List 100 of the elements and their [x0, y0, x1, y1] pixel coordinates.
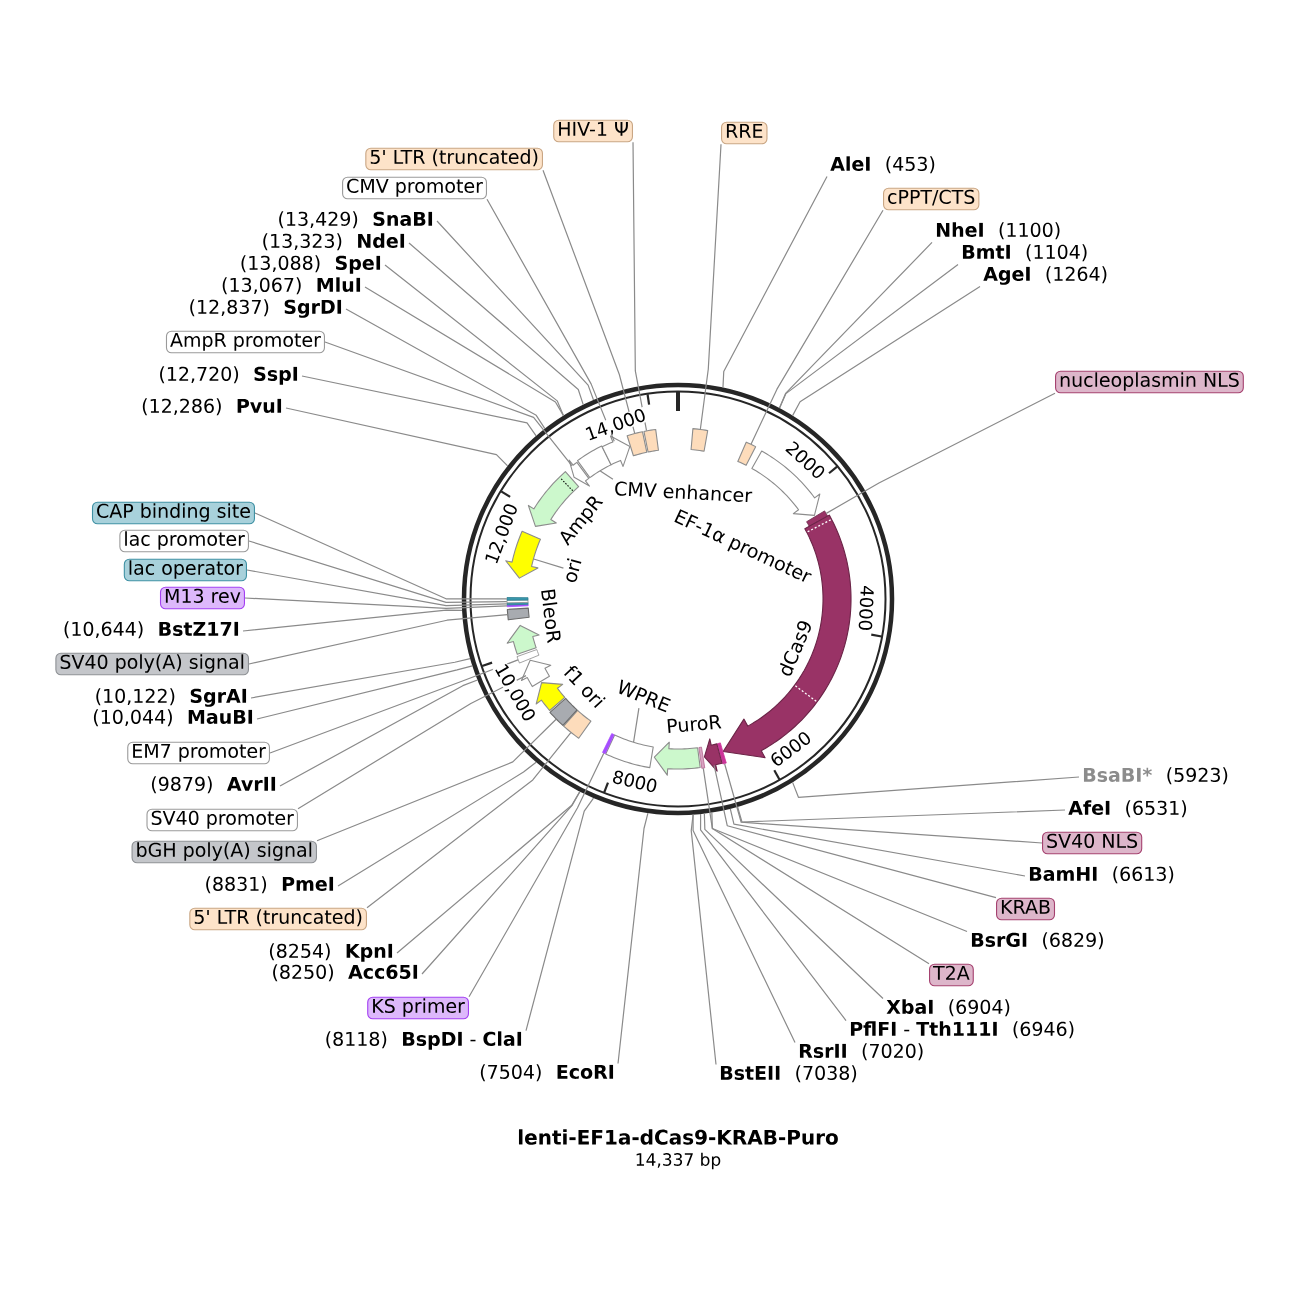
site-label: AvrII [227, 776, 276, 791]
position-label: (6613) [1113, 866, 1174, 884]
position-label: (13,323) [263, 233, 342, 251]
leader-line [632, 141, 648, 432]
leader-line [250, 658, 471, 699]
leader-line [533, 558, 565, 569]
leader-line [722, 175, 828, 389]
leader-line [248, 614, 509, 665]
feature-box [549, 697, 578, 726]
leader-line [246, 569, 508, 607]
position-label: (1264) [1046, 266, 1107, 284]
site-label: PflFI - Tth111I [850, 1021, 997, 1036]
position-label: (6531) [1126, 800, 1187, 818]
feature-box [563, 709, 592, 739]
feature-label: SV40 NLS [1042, 831, 1143, 855]
feature-label: 5' LTR (truncated) [189, 907, 367, 931]
leader-line [699, 813, 847, 1022]
leader-line [316, 718, 557, 842]
leader-line [792, 285, 981, 417]
feature-box [506, 607, 530, 621]
leader-line [599, 470, 614, 480]
leader-line [737, 806, 1066, 823]
feature-label: dCas9 [779, 621, 811, 676]
feature-label: AmpR promoter [165, 330, 325, 354]
leader-line [750, 209, 884, 445]
feature-bar [602, 733, 615, 755]
feature-label: cPPT/CTS [883, 187, 980, 211]
feature-block [568, 459, 590, 487]
leader-line [244, 597, 508, 609]
leader-line [324, 341, 573, 467]
position-label: (8118) [326, 1031, 387, 1049]
position-label: (12,286) [142, 398, 221, 416]
position-label: (453) [886, 156, 935, 174]
site-label: SgrDI [284, 299, 342, 318]
site-label: AfeI [1068, 800, 1110, 815]
leader-line [778, 263, 959, 409]
feature-label: nucleoplasmin NLS [1055, 370, 1244, 394]
leader-line [486, 198, 615, 442]
site-label: BstZ17I [159, 621, 239, 636]
site-label: BmtI [962, 244, 1010, 259]
leader-line [542, 169, 636, 434]
feature-label: T2A [929, 963, 974, 987]
site-label: MauBI [188, 709, 253, 724]
feature-label: KS primer [367, 996, 469, 1020]
feature-block [703, 738, 723, 772]
site-label: Acc65I [348, 964, 418, 979]
leader-line [699, 143, 722, 430]
leader-line [713, 764, 997, 899]
position-label: (13,088) [241, 255, 320, 273]
feature-label: CMV promoter [342, 176, 487, 200]
position-label: (6904) [949, 999, 1010, 1017]
feature-label: SV40 poly(A) signal [55, 652, 249, 676]
tick-label: 8000 [610, 769, 660, 795]
position-label: (5923) [1167, 767, 1228, 785]
feature-bar [506, 597, 529, 601]
caption: 14,337 bp [636, 1152, 721, 1170]
leader-line [729, 808, 1026, 877]
site-label: EcoRI [557, 1064, 614, 1079]
site-label: BstEII [720, 1065, 780, 1080]
leader-line [366, 731, 572, 909]
leader-line [825, 392, 1056, 514]
position-label: (13,067) [222, 277, 301, 295]
position-label: (6946) [1013, 1021, 1074, 1039]
feature-label: PuroR [667, 715, 722, 733]
feature-label: CAP binding site [91, 501, 255, 525]
site-label: MluI [317, 277, 361, 292]
site-label: AleI [830, 156, 870, 171]
feature-label: 5' LTR (truncated) [365, 147, 543, 171]
feature-label: BleoR [541, 589, 561, 644]
feature-label: KRAB [996, 897, 1056, 921]
leader-line [436, 220, 595, 401]
backbone-ring [461, 382, 895, 816]
position-label: (1100) [999, 222, 1060, 240]
position-label: (8250) [273, 964, 333, 982]
feature-bar [698, 746, 706, 769]
site-label: PmeI [282, 876, 334, 891]
feature-label: f1 ori [564, 665, 606, 708]
feature-label: SV40 promoter [146, 808, 298, 832]
position-label: (8254) [269, 943, 330, 961]
position-label: (9879) [151, 776, 212, 794]
site-label: XbaI [886, 999, 933, 1014]
feature-label: bGH poly(A) signal [131, 840, 317, 864]
leader-line [724, 763, 1043, 844]
position-label: (10,644) [64, 621, 143, 639]
feature-box [690, 428, 709, 452]
position-label: (12,720) [160, 366, 239, 384]
leader-line [254, 512, 508, 600]
feature-box [576, 445, 612, 479]
leader-line [468, 752, 605, 998]
site-label: BsrGI [971, 932, 1027, 947]
position-label: (7504) [480, 1064, 541, 1082]
site-label: NheI [936, 222, 983, 237]
position-label: (1104) [1026, 244, 1087, 262]
leader-line [345, 308, 546, 430]
feature-label: HIV-1 Ψ [553, 119, 633, 143]
site-label: PvuI [237, 398, 282, 413]
leader-line [711, 812, 968, 933]
site-label: SgrAI [190, 688, 247, 707]
position-label: (12,837) [190, 299, 269, 317]
site-label: NdeI [358, 233, 405, 248]
